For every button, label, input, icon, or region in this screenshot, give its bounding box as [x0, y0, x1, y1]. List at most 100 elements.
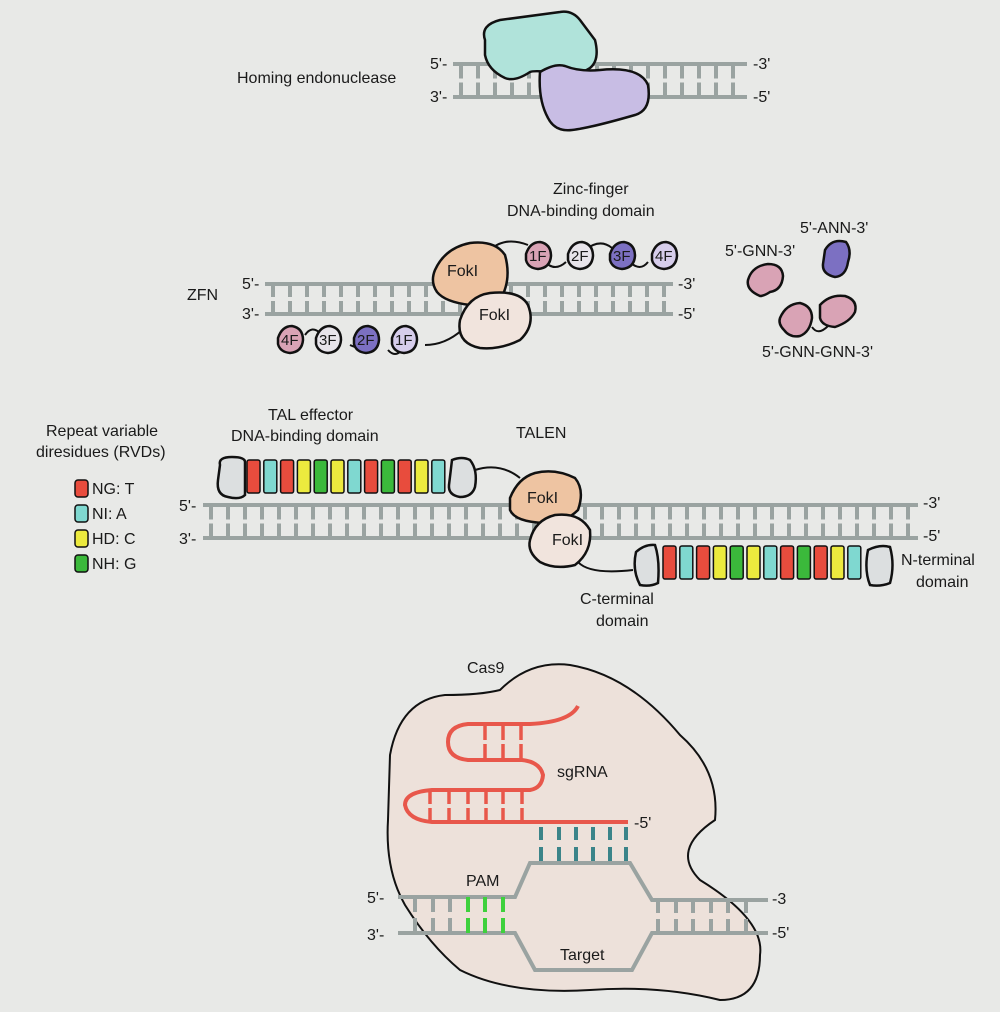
zfn-gnn-finger: [746, 262, 785, 298]
tal-repeat-bottom-HD: [830, 545, 845, 580]
rvd-legend: NG: TNI: AHD: CNH: G: [74, 479, 136, 573]
tal-repeat-bottom-NG: [695, 545, 711, 580]
sgrna-stem-rungs: [428, 724, 524, 822]
rvd-legend-title-line2: diresidues (RVDs): [36, 444, 166, 461]
zinc-finger-top-3F-label: 3F: [613, 248, 631, 265]
talen-dna: [203, 503, 918, 540]
zfn-foki-top-label: FokI: [447, 263, 478, 280]
zfn-foki-bottom: [458, 291, 532, 350]
zinc-finger-top-1F: [524, 240, 553, 271]
talen-bottom-right-end: -5': [923, 528, 940, 545]
homing-bottom-right-end: -5': [753, 89, 770, 106]
tal-repeat-top-NG: [397, 459, 412, 494]
zinc-finger-bottom-3F: [314, 324, 343, 355]
zfn-gnn-label: 5'-GNN-3': [725, 243, 795, 260]
tal-top-n-terminal: [447, 456, 478, 499]
talen-top-right-end: -3': [923, 495, 940, 512]
cas9-top-left-end: 5'-: [367, 890, 384, 907]
tal-bottom-c-terminal: [633, 543, 660, 587]
cas9-label: Cas9: [467, 660, 504, 677]
sgrna-label: sgRNA: [557, 764, 608, 781]
tal-repeat-bottom-NG: [662, 545, 677, 580]
tal-top-repeats: [246, 459, 446, 494]
zinc-finger-bottom-1F-label: 1F: [395, 332, 413, 349]
tal-top-c-terminal: [216, 455, 247, 500]
zinc-finger-bottom-2F-label: 2F: [357, 332, 375, 349]
homing-protein-bottom: [538, 64, 650, 132]
homing-endonuclease-panel: Homing endonuclease 5'- 3'- -3' -5': [237, 10, 770, 132]
zfn-foki-bottom-label: FokI: [479, 307, 510, 324]
zfn-gnn-gnn-linker: [811, 325, 829, 333]
zinc-finger-bottom-4F-label: 4F: [281, 332, 299, 349]
tal-domain-title-line2: DNA-binding domain: [231, 428, 379, 445]
zfn-bottom-fingers: 4F 3F 2F 1F: [276, 324, 419, 355]
talen-foki-bottom-label: FokI: [552, 532, 583, 549]
cas9-dna-rungs: [413, 897, 748, 933]
target-label: Target: [560, 947, 605, 964]
cas9-bottom-left-end: 3'-: [367, 927, 384, 944]
n-terminal-line1: N-terminal: [901, 552, 975, 569]
tal-repeat-top-NI: [263, 459, 278, 494]
zinc-finger-bottom-3F-label: 3F: [319, 332, 337, 349]
rvd-legend-title-line1: Repeat variable: [46, 423, 158, 440]
tal-domain-title-line1: TAL effector: [268, 407, 354, 424]
sgrna: [402, 704, 628, 824]
tal-repeat-bottom-NH: [796, 545, 812, 580]
tal-repeat-bottom-NI: [847, 545, 862, 580]
zfn-top-right-end: -3': [678, 276, 695, 293]
tal-repeat-top-NG: [363, 459, 379, 494]
n-terminal-line2: domain: [916, 574, 968, 591]
zinc-finger-bottom-1F: [390, 324, 419, 355]
rvd-swatch-NI: [74, 504, 89, 523]
zinc-finger-bottom-2F: [352, 324, 381, 355]
zfn-gnn-gnn-label: 5'-GNN-GNN-3': [762, 344, 873, 361]
rvd-legend-label-HD: HD: C: [92, 531, 136, 548]
zinc-finger-top-4F-label: 4F: [655, 248, 673, 265]
tal-bottom-repeats: [662, 545, 862, 580]
talen-foki-top-label: FokI: [527, 490, 558, 507]
sgrna-5prime-end: -5': [634, 815, 651, 832]
zfn-ann-label: 5'-ANN-3': [800, 220, 868, 237]
zfn-bottom-right-end: -5': [678, 306, 695, 323]
zinc-finger-top-2F-label: 2F: [571, 248, 589, 265]
talen-top-left-end: 5'-: [179, 498, 196, 515]
tal-repeat-top-HD: [296, 459, 312, 494]
tal-repeat-top-NG: [279, 459, 295, 494]
homing-bottom-left-end: 3'-: [430, 89, 447, 106]
tal-repeat-top-HD: [414, 459, 429, 494]
rvd-swatch-NG: [74, 479, 89, 498]
pam-label: PAM: [466, 873, 499, 890]
rvd-legend-label-NI: NI: A: [92, 506, 127, 523]
zfn-bottom-linker: [424, 329, 463, 346]
tal-repeat-bottom-NH: [729, 545, 744, 580]
talen-bottom-left-end: 3'-: [179, 531, 196, 548]
cas9-panel: Cas9 sgRNA -5' PAM Target 5'- 3'- -3 -5': [367, 660, 789, 1002]
spacer-target-pairing: [539, 827, 628, 861]
zfn-domain-title-line1: Zinc-finger: [553, 181, 629, 198]
zfn-label: ZFN: [187, 287, 218, 304]
tal-repeat-top-NH: [313, 459, 328, 494]
zfn-bottom-left-end: 3'-: [242, 306, 259, 323]
rvd-swatch-HD: [74, 529, 89, 548]
zinc-finger-bottom-4F: [276, 324, 305, 355]
rvd-legend-label-NG: NG: T: [92, 481, 135, 498]
talen-foki-top: [508, 470, 583, 525]
homing-top-left-end: 5'-: [430, 56, 447, 73]
tal-repeat-top-NI: [347, 459, 362, 494]
c-terminal-line1: C-terminal: [580, 591, 654, 608]
sgrna-backbone: [402, 704, 628, 824]
zfn-domain-title-line2: DNA-binding domain: [507, 203, 655, 220]
talen-panel: Repeat variable diresidues (RVDs) NG: T N…: [36, 407, 975, 630]
zfn-top-left-end: 5'-: [242, 276, 259, 293]
tal-repeat-bottom-HD: [746, 545, 761, 580]
tal-repeat-bottom-HD: [712, 545, 728, 580]
talen-foki-bottom: [528, 513, 592, 569]
c-terminal-line2: domain: [596, 613, 648, 630]
talen-label: TALEN: [516, 425, 566, 442]
tal-bottom-n-terminal: [865, 544, 894, 587]
cas9-bottom-right-end: -5': [772, 925, 789, 942]
homing-label: Homing endonuclease: [237, 70, 396, 87]
talen-top-linker: [474, 466, 521, 479]
